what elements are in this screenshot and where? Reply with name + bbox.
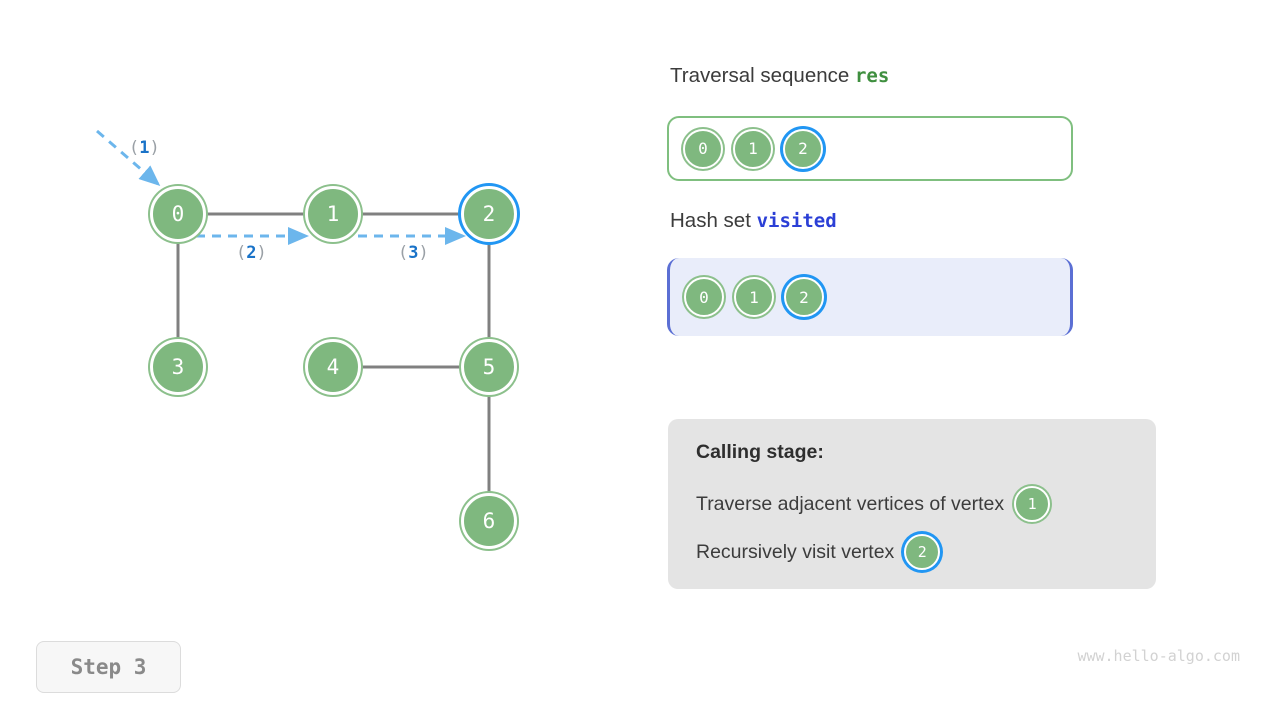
step-marker-1-close: ) bbox=[149, 138, 160, 158]
calling-stage-card: Calling stage: Traverse adjacent vertice… bbox=[668, 419, 1156, 589]
calling-stage-heading: Calling stage: bbox=[696, 441, 824, 463]
visited-title-code: visited bbox=[756, 210, 837, 232]
graph-node-3[interactable]: 3 bbox=[150, 339, 206, 395]
visited-container: 0 1 2 bbox=[667, 258, 1073, 336]
res-item-2-label: 2 bbox=[798, 139, 808, 158]
calling-stage-line-1-chip-label: 2 bbox=[917, 543, 927, 561]
graph-node-2-label: 2 bbox=[482, 202, 496, 226]
calling-stage-line-0-text: Traverse adjacent vertices of vertex bbox=[696, 492, 1005, 515]
visited-item-0-label: 0 bbox=[699, 287, 709, 307]
calling-stage-line-1-text: Recursively visit vertex bbox=[696, 540, 895, 563]
step-marker-1-num: 1 bbox=[139, 138, 150, 158]
watermark: www.hello-algo.com bbox=[1077, 647, 1240, 665]
step-marker-3-close: ) bbox=[418, 243, 429, 263]
step-marker-3: (3) bbox=[398, 243, 429, 263]
visited-item-2-label: 2 bbox=[799, 287, 809, 307]
res-item-1-label: 1 bbox=[748, 139, 758, 158]
calling-stage-line-0: Traverse adjacent vertices of vertex 1 bbox=[696, 486, 1128, 522]
right-panel: Traversal sequence res 0 1 2 Hash set vi… bbox=[666, 0, 1280, 720]
graph-node-2[interactable]: 2 bbox=[461, 186, 517, 242]
step-badge-label: Step 3 bbox=[70, 655, 147, 679]
graph-node-1-label: 1 bbox=[326, 202, 340, 226]
visited-item-1-label: 1 bbox=[749, 287, 759, 307]
step-marker-3-num: 3 bbox=[408, 243, 419, 263]
calling-stage-line-0-chip[interactable]: 1 bbox=[1014, 486, 1051, 522]
step-marker-2: (2) bbox=[236, 243, 267, 263]
res-container: 0 1 2 bbox=[667, 116, 1073, 181]
graph-edges-svg bbox=[96, 129, 491, 493]
step-marker-2-close: ) bbox=[256, 243, 267, 263]
res-title-code: res bbox=[854, 65, 890, 87]
res-section-title: Traversal sequence res bbox=[670, 64, 889, 88]
res-item-0-label: 0 bbox=[698, 139, 708, 158]
visited-item-1[interactable]: 1 bbox=[734, 277, 774, 317]
step-marker-1-open: ( bbox=[129, 138, 140, 158]
step-marker-1: (1) bbox=[129, 138, 160, 158]
graph-node-1[interactable]: 1 bbox=[305, 186, 361, 242]
graph-node-6[interactable]: 6 bbox=[461, 493, 517, 549]
step-marker-2-num: 2 bbox=[246, 243, 257, 263]
step-marker-3-open: ( bbox=[398, 243, 409, 263]
graph-panel: 0 1 2 3 4 5 6 (1) (2) (3) bbox=[0, 0, 640, 620]
step-badge: Step 3 bbox=[36, 641, 181, 693]
visited-item-2[interactable]: 2 bbox=[784, 277, 824, 317]
graph-node-6-label: 6 bbox=[482, 509, 496, 533]
graph-node-3-label: 3 bbox=[171, 355, 185, 379]
traversal-arrow-1 bbox=[96, 129, 161, 186]
graph-node-4[interactable]: 4 bbox=[305, 339, 361, 395]
graph-node-0[interactable]: 0 bbox=[150, 186, 206, 242]
visited-item-0[interactable]: 0 bbox=[684, 277, 724, 317]
graph-node-5[interactable]: 5 bbox=[461, 339, 517, 395]
calling-stage-line-0-chip-label: 1 bbox=[1027, 495, 1037, 513]
res-title-text: Traversal sequence bbox=[670, 64, 855, 87]
res-item-2[interactable]: 2 bbox=[783, 128, 823, 169]
graph-node-5-label: 5 bbox=[482, 355, 496, 379]
res-item-1[interactable]: 1 bbox=[733, 128, 773, 169]
res-item-0[interactable]: 0 bbox=[683, 128, 723, 169]
graph-node-0-label: 0 bbox=[171, 202, 185, 226]
visited-title-text: Hash set bbox=[670, 209, 757, 232]
step-marker-2-open: ( bbox=[236, 243, 247, 263]
graph-node-4-label: 4 bbox=[326, 355, 340, 379]
calling-stage-line-1-chip[interactable]: 2 bbox=[904, 534, 941, 570]
visited-section-title: Hash set visited bbox=[670, 209, 837, 233]
calling-stage-line-1: Recursively visit vertex 2 bbox=[696, 534, 1128, 570]
